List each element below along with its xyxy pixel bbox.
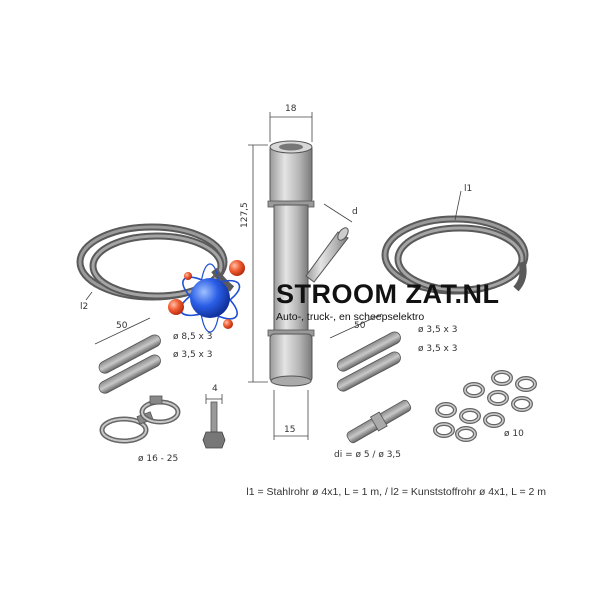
- sleeve-right-dim1-label: ø 3,5 x 3: [418, 325, 457, 335]
- hose-label-l2: l2: [80, 302, 88, 312]
- clamp-right-label: ø 10: [504, 429, 524, 439]
- logo-atom-core-icon: [190, 278, 230, 318]
- screw: [202, 394, 226, 449]
- hose-clamps-right: [433, 370, 537, 442]
- hose-coil-left: [76, 223, 235, 301]
- brand-logo: [168, 260, 245, 333]
- branch-diameter-label: d: [352, 207, 358, 217]
- t-tube: [267, 140, 349, 387]
- sleeves-right: [329, 313, 401, 392]
- sleeve-left-length-label: 50: [116, 321, 128, 331]
- sleeve-left-dim1-label: ø 8,5 x 3: [173, 332, 212, 342]
- clamp-left-label: ø 16 - 25: [138, 454, 178, 464]
- tube-dimensions: [248, 112, 353, 440]
- logo-atom-electron-icon: [229, 260, 245, 276]
- screw-dim-label: 4: [212, 384, 218, 394]
- brand-tagline: Auto-, truck-, en scheepselektro: [276, 311, 424, 323]
- tube-width-bottom-label: 15: [284, 425, 295, 435]
- sleeve-right-dim2-label: ø 3,5 x 3: [418, 344, 457, 354]
- sleeve-left-dim2-label: ø 3,5 x 3: [173, 350, 212, 360]
- hose-clamps-left: [99, 395, 181, 444]
- tube-height-label: 127,5: [240, 202, 250, 228]
- connector-dim-label: di = ø 5 / ø 3,5: [334, 450, 401, 460]
- tube-width-top-label: 18: [285, 104, 297, 114]
- hose-label-l1: l1: [464, 184, 472, 194]
- sleeve-right-length-label: 50: [354, 321, 366, 331]
- sleeves-left: [94, 317, 161, 394]
- parts-caption: l1 = Stahlrohr ø 4x1, L = 1 m, / l2 = Ku…: [246, 486, 546, 498]
- brand-name: STROOM ZAT.NL: [276, 279, 499, 309]
- connector-tube: [346, 399, 412, 444]
